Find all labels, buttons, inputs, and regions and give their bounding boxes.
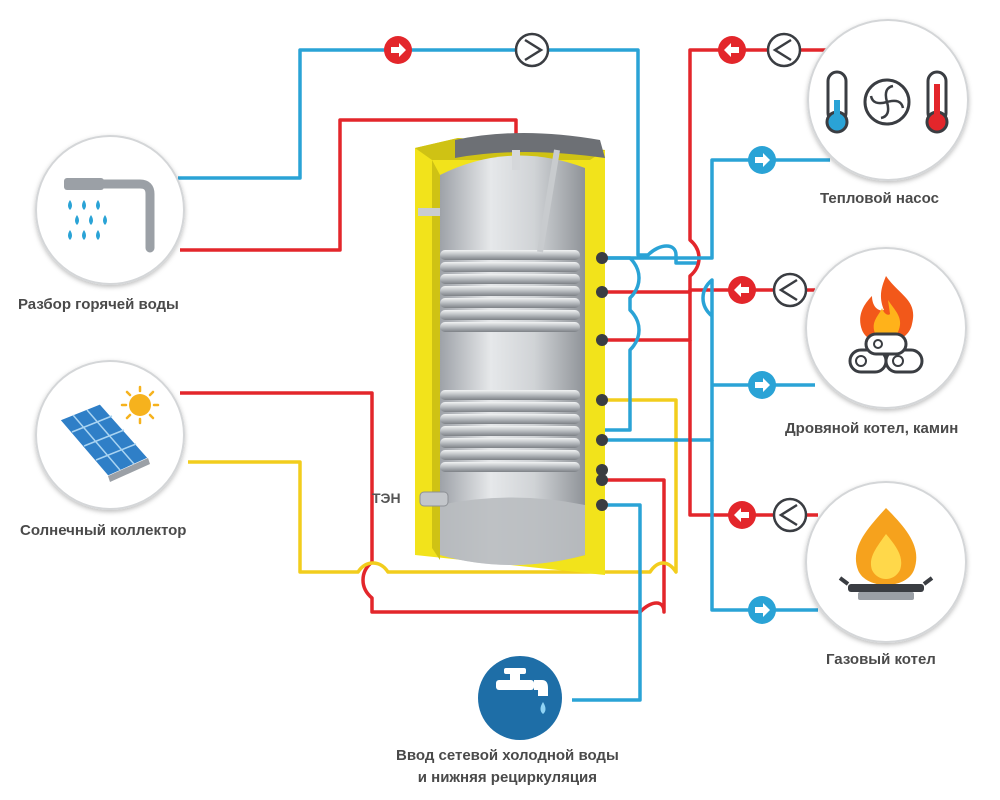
- gas-flame-icon: [838, 508, 934, 600]
- wood-boiler-circle: [805, 247, 967, 409]
- shower-icon: [64, 178, 155, 253]
- pipe-cold-water-inlet: [572, 503, 642, 702]
- solar-circle: [35, 360, 185, 510]
- lower-heat-exchanger: [440, 390, 580, 472]
- pump-icon: [772, 497, 808, 533]
- pipe-gas-boiler-return: [710, 440, 818, 612]
- pipe-hot-water-supply: [178, 48, 700, 265]
- pipe-hot-water-return: [180, 118, 518, 252]
- solar-panel-icon: [59, 385, 160, 482]
- hot-water-label: Разбор горячей воды: [18, 296, 179, 313]
- flow-arrows: [384, 32, 808, 624]
- heat-pump-label: Тепловой насос: [820, 190, 939, 207]
- wood-boiler-label: Дровяной котел, камин: [785, 420, 959, 437]
- flow-arrow-icon: [748, 596, 776, 624]
- heating-element-label: ТЭН: [372, 490, 401, 506]
- solar-collector-label: Солнечный коллектор: [20, 522, 187, 539]
- water-tap-icon: [496, 668, 548, 714]
- pump-icon: [514, 32, 550, 68]
- nozzle: [596, 464, 608, 476]
- pipe-crossover: [605, 256, 641, 432]
- hot-water-circle: [35, 135, 185, 285]
- tank-cover: [455, 133, 605, 158]
- cold-water-label-line2: и нижняя рециркуляция: [417, 769, 598, 786]
- cold-water-badge: [478, 656, 562, 740]
- pump-icon: [772, 272, 808, 308]
- pipe-network: [178, 48, 830, 702]
- nozzle: [596, 394, 608, 406]
- nozzle: [596, 286, 608, 298]
- flow-arrow-icon: [748, 146, 776, 174]
- flow-arrow-icon: [728, 501, 756, 529]
- nozzle: [596, 434, 608, 446]
- heat-pump-icon: [825, 70, 949, 134]
- cold-water-label: Ввод сетевой холодной воды и нижняя реци…: [396, 745, 619, 789]
- heating-element: [419, 491, 449, 507]
- pipe-wood-boiler-return: [605, 278, 815, 442]
- wood-fire-icon: [848, 276, 924, 374]
- heat-pump-circle: [807, 19, 969, 181]
- flow-arrow-icon: [728, 276, 756, 304]
- flow-arrow-icon: [384, 36, 412, 64]
- nozzle: [596, 499, 608, 511]
- cold-water-label-line1: Ввод сетевой холодной воды: [396, 747, 619, 764]
- gas-boiler-circle: [805, 481, 967, 643]
- nozzle: [596, 334, 608, 346]
- upper-heat-exchanger: [440, 250, 580, 332]
- nozzle: [596, 252, 608, 264]
- flow-arrow-icon: [748, 371, 776, 399]
- storage-tank: [415, 133, 608, 575]
- pipe-solar-cold: [188, 398, 678, 574]
- pipe-solar-hot: [180, 391, 666, 614]
- pump-icon: [766, 32, 802, 68]
- gas-boiler-label: Газовый котел: [826, 651, 936, 668]
- flow-arrow-icon: [718, 36, 746, 64]
- nozzle: [596, 474, 608, 486]
